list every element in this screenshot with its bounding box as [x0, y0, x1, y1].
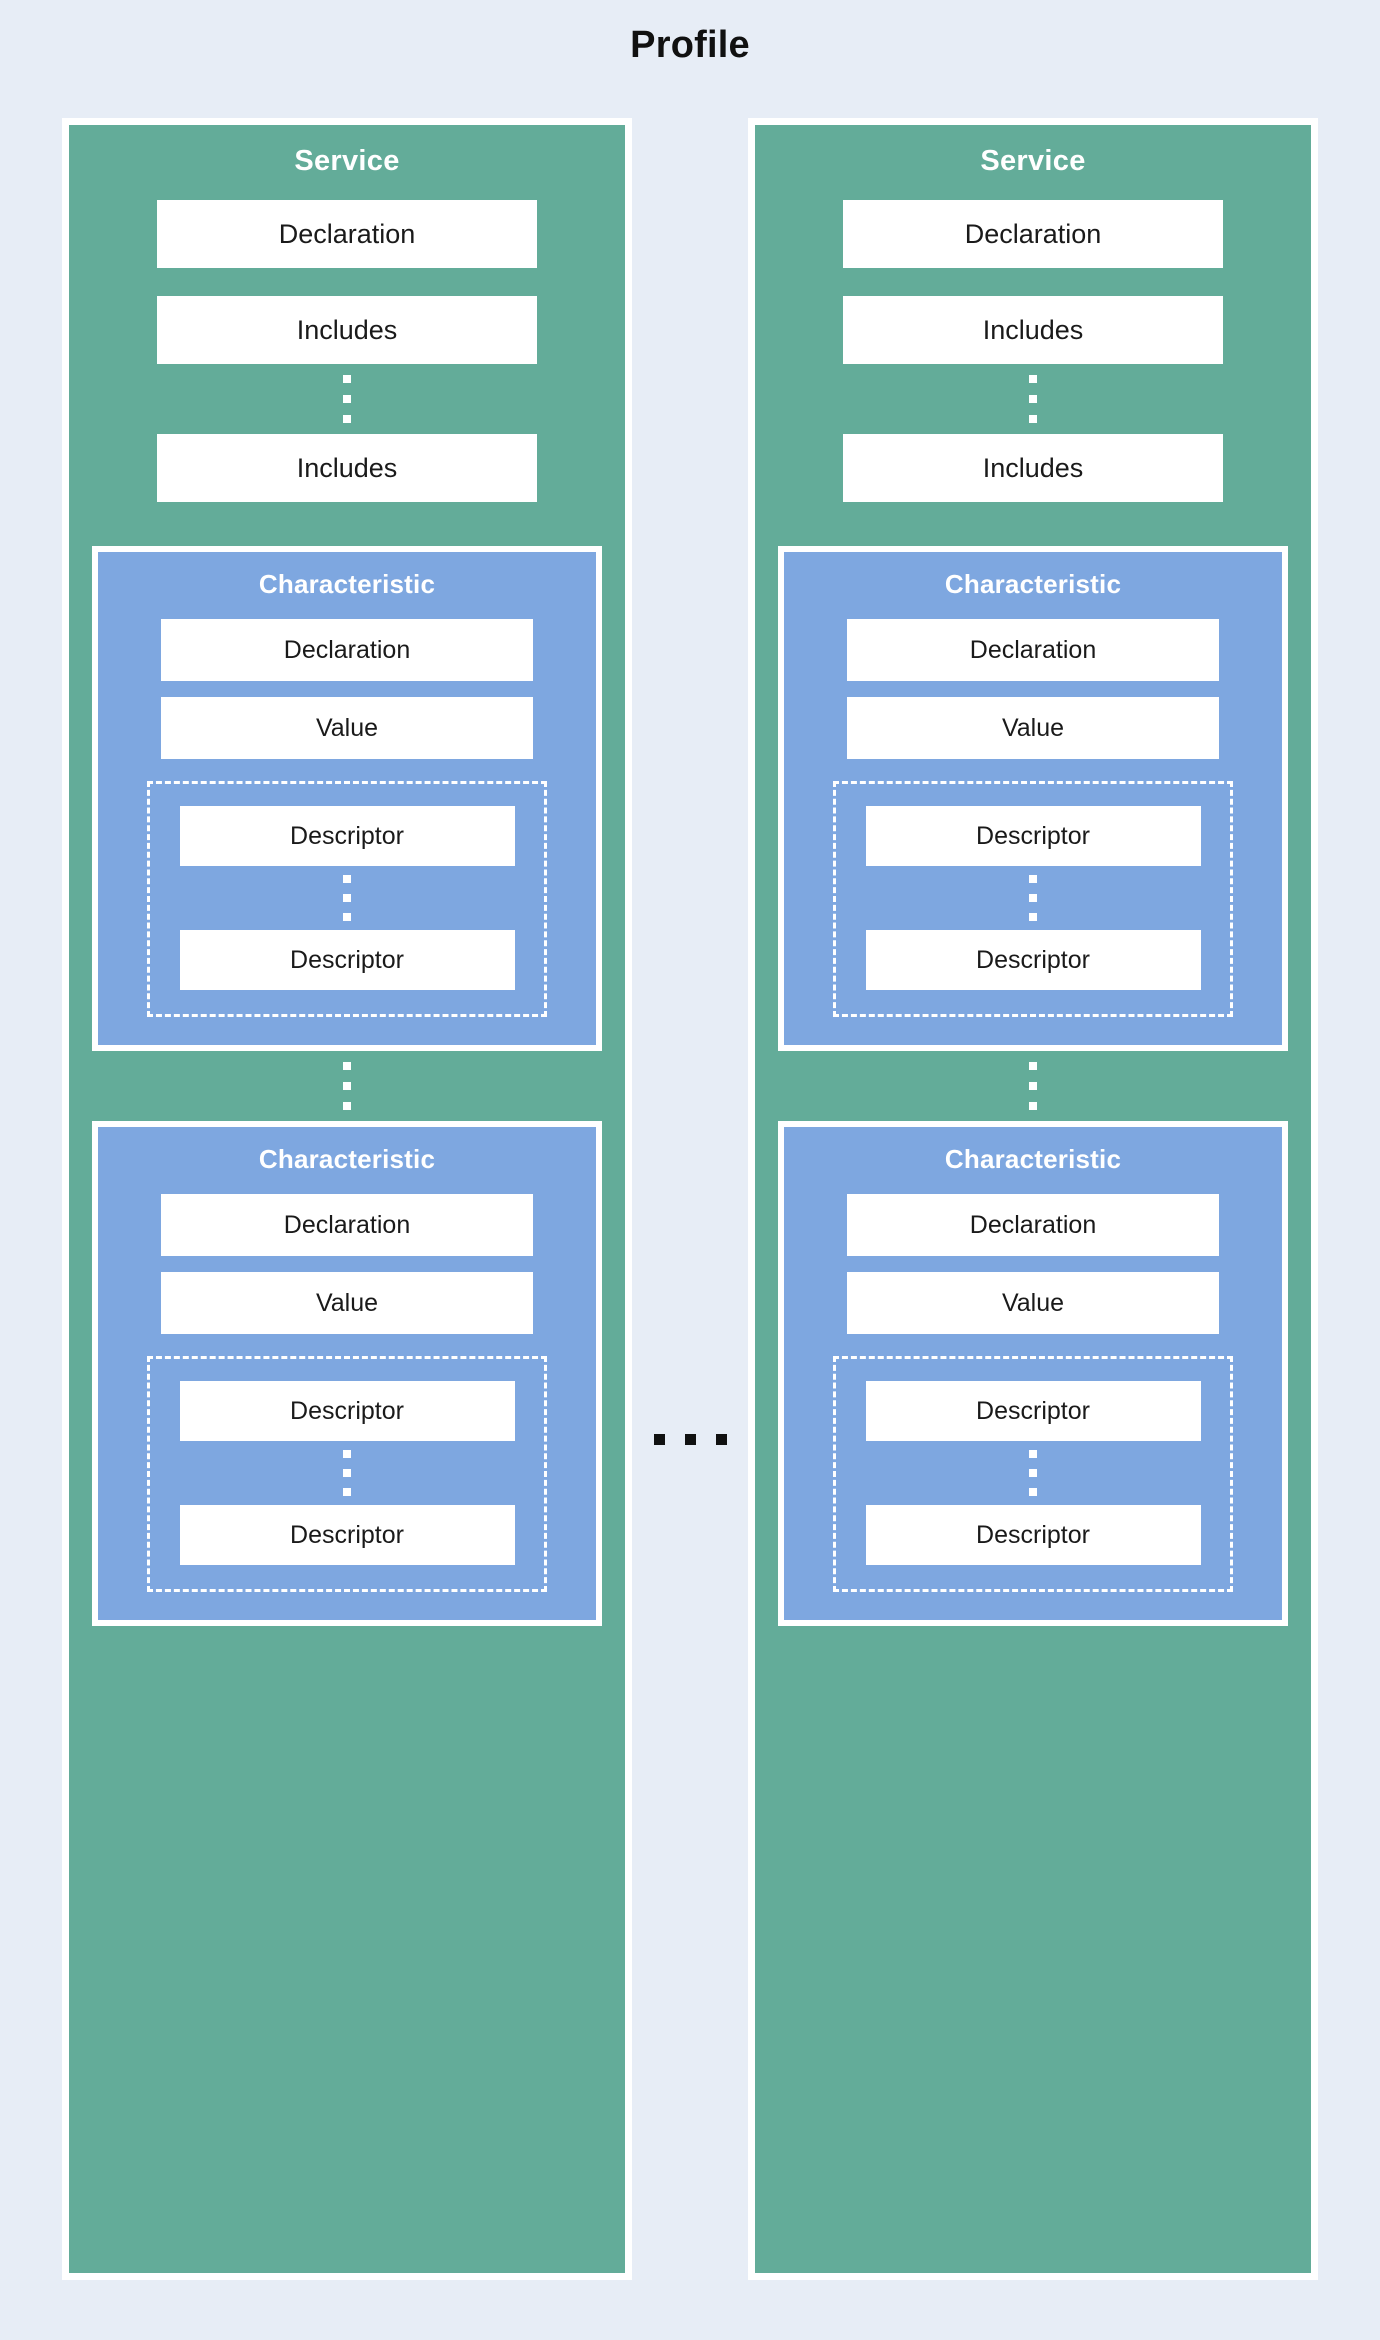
ellipsis-dot	[343, 1082, 351, 1090]
service-block: Service Declaration Includes Includes Ch…	[62, 118, 632, 2280]
service-includes-ellipsis	[1029, 364, 1037, 434]
ellipsis-dot	[1029, 1450, 1037, 1458]
characteristic-value-box: Value	[847, 697, 1219, 759]
service-title: Service	[980, 145, 1086, 177]
ellipsis-dot	[343, 1450, 351, 1458]
descriptor-ellipsis	[343, 1441, 351, 1505]
ellipsis-dot	[343, 395, 351, 403]
page-title: Profile	[630, 24, 750, 66]
descriptor-box: Descriptor	[865, 1381, 1201, 1441]
ellipsis-dot	[1029, 415, 1037, 423]
descriptors-container: Descriptor Descriptor	[147, 781, 547, 1017]
characteristic-title: Characteristic	[258, 1144, 436, 1174]
descriptor-box: Descriptor	[179, 930, 515, 990]
ellipsis-dot	[343, 1488, 351, 1496]
ellipsis-dot	[684, 1434, 696, 1445]
ellipsis-dot	[343, 1102, 351, 1110]
characteristic-declaration-box: Declaration	[847, 1194, 1219, 1256]
ellipsis-dot	[1029, 875, 1037, 883]
descriptors-container: Descriptor Descriptor	[833, 1356, 1233, 1592]
service-includes-box: Includes	[843, 434, 1223, 502]
characteristic-title: Characteristic	[944, 569, 1122, 599]
service-declaration-box: Declaration	[157, 200, 537, 268]
ellipsis-dot	[1029, 913, 1037, 921]
descriptor-box: Descriptor	[865, 1505, 1201, 1565]
characteristic-declaration-box: Declaration	[161, 1194, 533, 1256]
ellipsis-dot	[715, 1434, 727, 1445]
characteristic-declaration-box: Declaration	[847, 619, 1219, 681]
characteristic-ellipsis	[343, 1051, 351, 1121]
service-declaration-box: Declaration	[843, 200, 1223, 268]
characteristic-value-box: Value	[161, 1272, 533, 1334]
characteristic-title: Characteristic	[258, 569, 436, 599]
service-includes-ellipsis	[343, 364, 351, 434]
descriptor-box: Descriptor	[179, 1381, 515, 1441]
service-includes-box: Includes	[157, 296, 537, 364]
descriptor-box: Descriptor	[179, 806, 515, 866]
characteristic-block: Characteristic Declaration Value Descrip…	[778, 1121, 1288, 1626]
ellipsis-dot	[1029, 375, 1037, 383]
descriptors-container: Descriptor Descriptor	[833, 781, 1233, 1017]
ellipsis-dot	[343, 913, 351, 921]
ellipsis-dot	[343, 894, 351, 902]
characteristic-ellipsis	[1029, 1051, 1037, 1121]
services-horizontal-ellipsis	[653, 1434, 727, 1445]
ellipsis-dot	[1029, 1102, 1037, 1110]
ellipsis-dot	[343, 375, 351, 383]
characteristic-title: Characteristic	[944, 1144, 1122, 1174]
services-gap	[632, 118, 748, 2280]
descriptor-box: Descriptor	[865, 930, 1201, 990]
ellipsis-dot	[1029, 894, 1037, 902]
characteristic-block: Characteristic Declaration Value Descrip…	[92, 546, 602, 1051]
services-container: Service Declaration Includes Includes Ch…	[62, 118, 1318, 2280]
ellipsis-dot	[1029, 1469, 1037, 1477]
service-includes-box: Includes	[157, 434, 537, 502]
ellipsis-dot	[343, 875, 351, 883]
descriptor-ellipsis	[1029, 866, 1037, 930]
service-block: Service Declaration Includes Includes Ch…	[748, 118, 1318, 2280]
descriptor-ellipsis	[343, 866, 351, 930]
ellipsis-dot	[1029, 1062, 1037, 1070]
characteristic-value-box: Value	[847, 1272, 1219, 1334]
ellipsis-dot	[343, 415, 351, 423]
characteristic-block: Characteristic Declaration Value Descrip…	[92, 1121, 602, 1626]
descriptor-box: Descriptor	[865, 806, 1201, 866]
service-title: Service	[294, 145, 400, 177]
descriptor-ellipsis	[1029, 1441, 1037, 1505]
descriptor-box: Descriptor	[179, 1505, 515, 1565]
ellipsis-dot	[343, 1469, 351, 1477]
ellipsis-dot	[1029, 1488, 1037, 1496]
characteristic-value-box: Value	[161, 697, 533, 759]
characteristic-declaration-box: Declaration	[161, 619, 533, 681]
ellipsis-dot	[343, 1062, 351, 1070]
service-includes-box: Includes	[843, 296, 1223, 364]
ellipsis-dot	[653, 1434, 665, 1445]
ellipsis-dot	[1029, 395, 1037, 403]
characteristic-block: Characteristic Declaration Value Descrip…	[778, 546, 1288, 1051]
descriptors-container: Descriptor Descriptor	[147, 1356, 547, 1592]
ellipsis-dot	[1029, 1082, 1037, 1090]
